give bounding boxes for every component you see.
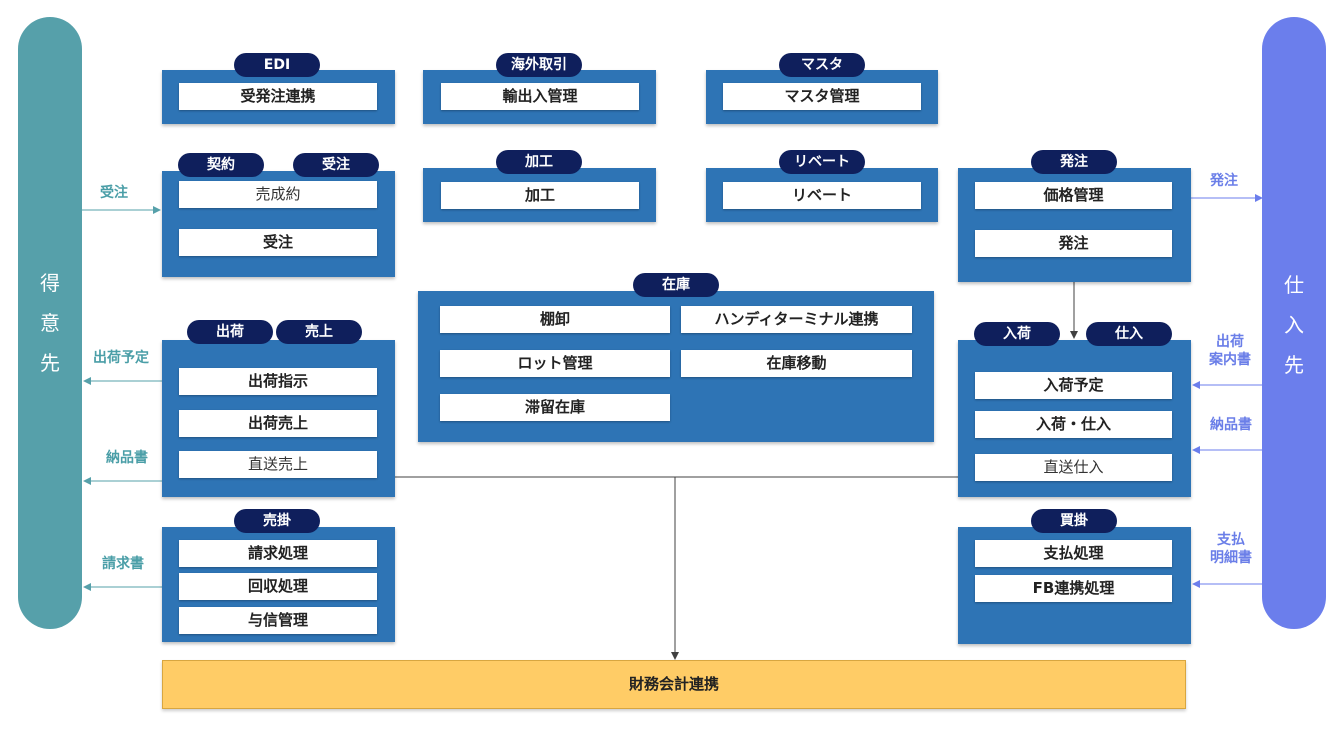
tag-overseas: 海外取引 — [496, 53, 582, 77]
item-master-management[interactable]: マスタ管理 — [723, 83, 921, 110]
supplier-char: 入 — [1284, 313, 1304, 337]
label-invoice: 請求書 — [102, 556, 144, 572]
supplier-pillar: 仕 入 先 — [1262, 17, 1326, 629]
item-lot-management[interactable]: ロット管理 — [440, 350, 670, 377]
tag-payable: 買掛 — [1031, 509, 1117, 533]
label-delivery-note: 納品書 — [106, 450, 148, 466]
item-dead-stock[interactable]: 滞留在庫 — [440, 394, 670, 421]
item-stock-transfer[interactable]: 在庫移動 — [681, 350, 912, 377]
tag-contract: 契約 — [178, 153, 264, 177]
tag-inventory: 在庫 — [633, 273, 719, 297]
item-processing[interactable]: 加工 — [441, 182, 639, 209]
tag-processing: 加工 — [496, 150, 582, 174]
item-purchase-order[interactable]: 発注 — [975, 230, 1172, 257]
item-credit-management[interactable]: 与信管理 — [179, 607, 377, 634]
tag-master: マスタ — [779, 53, 865, 77]
tag-sales: 売上 — [276, 320, 362, 344]
label-ship-notice-line1: 出荷 — [1216, 334, 1244, 350]
item-handy-terminal[interactable]: ハンディターミナル連携 — [681, 306, 912, 333]
item-import-export[interactable]: 輸出入管理 — [441, 83, 639, 110]
supplier-char: 仕 — [1284, 273, 1304, 297]
item-direct-sales[interactable]: 直送売上 — [179, 451, 377, 478]
item-payment[interactable]: 支払処理 — [975, 540, 1172, 567]
label-delivery-in: 納品書 — [1210, 417, 1252, 433]
label-ship-notice: 出荷 案内書 — [1202, 333, 1258, 369]
customer-char: 得 — [40, 271, 60, 295]
item-stocktaking[interactable]: 棚卸 — [440, 306, 670, 333]
tag-order-received: 受注 — [293, 153, 379, 177]
supplier-char: 先 — [1284, 353, 1304, 377]
item-fb-link[interactable]: FB連携処理 — [975, 575, 1172, 602]
tag-receiving: 入荷 — [974, 322, 1060, 346]
item-receiving-purchase[interactable]: 入荷・仕入 — [975, 411, 1172, 438]
item-collection[interactable]: 回収処理 — [179, 573, 377, 600]
tag-shipping: 出荷 — [187, 320, 273, 344]
label-purchase-out: 発注 — [1210, 173, 1238, 189]
item-shipping-sales[interactable]: 出荷売上 — [179, 410, 377, 437]
label-payment-line1: 支払 — [1217, 532, 1245, 548]
item-rebate[interactable]: リベート — [723, 182, 921, 209]
item-order-receiving[interactable]: 受注 — [179, 229, 377, 256]
tag-rebate: リベート — [779, 150, 865, 174]
tag-edi: EDI — [234, 53, 320, 77]
customer-char: 意 — [40, 311, 60, 335]
label-ship-notice-line2: 案内書 — [1209, 352, 1251, 368]
customer-pillar: 得 意 先 — [18, 17, 82, 629]
item-receiving-plan[interactable]: 入荷予定 — [975, 372, 1172, 399]
label-order-in: 受注 — [100, 185, 128, 201]
item-price-management[interactable]: 価格管理 — [975, 182, 1172, 209]
item-direct-purchase[interactable]: 直送仕入 — [975, 454, 1172, 481]
item-sales-contract[interactable]: 売成約 — [179, 181, 377, 208]
label-payment-statement: 支払 明細書 — [1202, 531, 1260, 567]
customer-char: 先 — [40, 351, 60, 375]
tag-purchase-order: 発注 — [1031, 150, 1117, 174]
item-shipping-instruction[interactable]: 出荷指示 — [179, 368, 377, 395]
finance-link-bar[interactable]: 財務会計連携 — [162, 660, 1186, 709]
tag-receivable: 売掛 — [234, 509, 320, 533]
tag-purchasing: 仕入 — [1086, 322, 1172, 346]
label-payment-line2: 明細書 — [1210, 550, 1252, 566]
item-billing[interactable]: 請求処理 — [179, 540, 377, 567]
item-edi-order-link[interactable]: 受発注連携 — [179, 83, 377, 110]
label-ship-plan: 出荷予定 — [93, 350, 149, 366]
